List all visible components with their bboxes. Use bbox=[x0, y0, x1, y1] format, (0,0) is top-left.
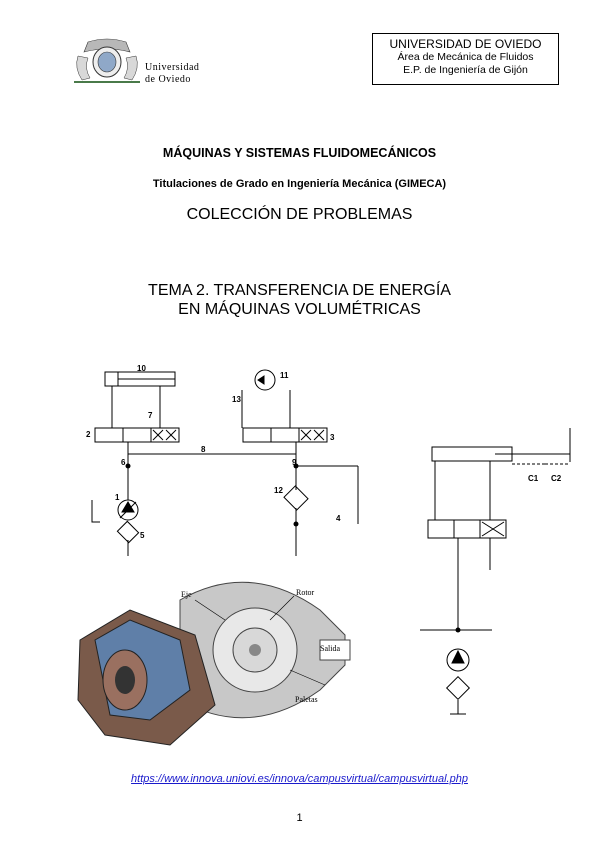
circuit-label-5: 5 bbox=[140, 531, 145, 540]
pump-label-rotor: Rotor bbox=[296, 588, 315, 597]
figures-area: 10 7 2 8 6 1 5 11 13 3 9 12 4 C1 bbox=[77, 364, 571, 746]
circuit-label-3: 3 bbox=[330, 433, 335, 442]
valve-icon bbox=[427, 519, 455, 539]
topic-title-line1: TEMA 2. TRANSFERENCIA DE ENERGÍA bbox=[148, 282, 451, 299]
collection-title: COLECCIÓN DE PROBLEMAS bbox=[186, 206, 413, 223]
circuit-label-10: 10 bbox=[137, 364, 146, 373]
institution-header-box: UNIVERSIDAD DE OVIEDO Área de Mecánica d… bbox=[372, 33, 559, 85]
circuit-label-9: 9 bbox=[292, 458, 297, 467]
dimension-label-c2: C2 bbox=[551, 474, 562, 483]
circuit-label-6: 6 bbox=[121, 458, 126, 467]
pump-icon bbox=[117, 499, 139, 521]
circuit-label-8: 8 bbox=[201, 445, 206, 454]
department-name: Área de Mecánica de Fluidos bbox=[397, 51, 534, 63]
topic-title-line2: EN MÁQUINAS VOLUMÉTRICAS bbox=[178, 301, 421, 318]
circuit-label-7: 7 bbox=[148, 411, 153, 420]
circuit-label-12: 12 bbox=[274, 486, 283, 495]
dimension-label-c1: C1 bbox=[528, 474, 539, 483]
university-seal-icon bbox=[74, 38, 140, 83]
logo-text-line2: de Oviedo bbox=[145, 74, 191, 85]
circuit-label-13: 13 bbox=[232, 395, 241, 404]
circuit-left-labels: 10 7 2 8 6 1 5 11 13 3 9 12 4 bbox=[86, 364, 341, 540]
degree-line: Titulaciones de Grado en Ingeniería Mecá… bbox=[152, 178, 447, 190]
school-name: E.P. de Ingeniería de Gijón bbox=[403, 64, 528, 76]
circuit-label-11: 11 bbox=[280, 371, 289, 380]
filter-icon bbox=[283, 485, 309, 511]
vane-pump-illustration: Eje Rotor Salida Paletas bbox=[77, 581, 351, 746]
hydraulic-circuit-left bbox=[91, 369, 359, 556]
logo-text-line1: Universidad bbox=[145, 62, 200, 73]
pump-label-paletas: Paletas bbox=[295, 695, 318, 704]
pump-label-salida: Salida bbox=[320, 644, 340, 653]
course-title: MÁQUINAS Y SISTEMAS FLUIDOMECÁNICOS bbox=[162, 146, 437, 160]
circuit-label-4: 4 bbox=[336, 514, 341, 523]
institution-name: UNIVERSIDAD DE OVIEDO bbox=[389, 37, 542, 51]
valve-icon bbox=[94, 427, 124, 443]
filter-icon bbox=[445, 675, 471, 701]
campus-virtual-link[interactable]: https://www.innova.uniovi.es/innova/camp… bbox=[131, 773, 468, 785]
valve-icon bbox=[242, 427, 272, 443]
hydraulic-motor-icon bbox=[254, 369, 276, 391]
circuit-node-dots bbox=[125, 463, 299, 527]
page-number: 1 bbox=[296, 812, 303, 824]
filter-icon bbox=[116, 520, 140, 544]
university-logo bbox=[70, 38, 210, 86]
circuit-label-1: 1 bbox=[115, 493, 120, 502]
pump-icon bbox=[446, 648, 470, 672]
pump-label-eje: Eje bbox=[181, 590, 192, 599]
circuit-label-2: 2 bbox=[86, 430, 91, 439]
hydraulic-circuit-right bbox=[420, 428, 571, 715]
